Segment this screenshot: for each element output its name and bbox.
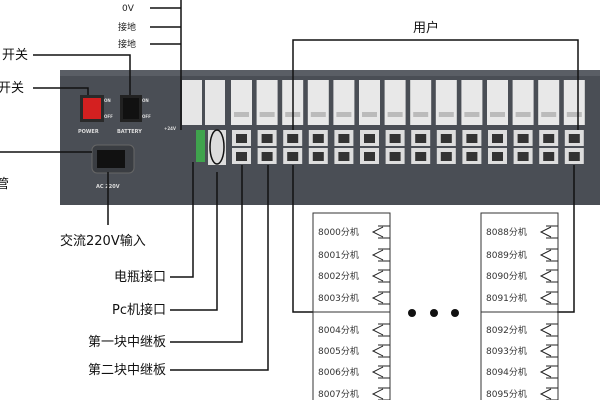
phone-jack-icon — [371, 365, 390, 379]
label-trunk-2: 第二块中继板 — [88, 363, 166, 378]
label-0v: 0V — [122, 4, 135, 14]
extension-label: 8003分机 — [318, 292, 359, 304]
svg-text:OFF: OFF — [104, 114, 113, 119]
blank-slot — [205, 80, 225, 125]
line-card — [333, 80, 355, 125]
phone-jack-icon — [371, 344, 390, 358]
label-pc-port: Pc机接口 — [112, 302, 166, 318]
extension-label: 8001分机 — [318, 249, 359, 261]
line-card — [563, 80, 585, 125]
label-battery-port: 电瓶接口 — [114, 269, 166, 285]
line-card — [359, 80, 380, 125]
extension-label: 8095分机 — [486, 388, 527, 400]
extension-label: 8088分机 — [486, 226, 527, 238]
label-fuse: 管 — [0, 177, 9, 192]
battery-label: BATTERY — [117, 129, 142, 135]
device-panel — [60, 70, 600, 205]
extension-item: 8093分机 — [486, 344, 558, 358]
extension-item: 8004分机 — [318, 323, 390, 337]
extension-label: 8090分机 — [486, 270, 527, 282]
extension-label: 8002分机 — [318, 270, 359, 282]
extension-label: 8006分机 — [318, 366, 359, 378]
label-ac-input: 交流220V输入 — [60, 233, 146, 249]
phone-jack-icon — [539, 365, 558, 379]
ac-inlet — [97, 150, 125, 168]
extension-label: 8089分机 — [486, 249, 527, 261]
extension-item: 8095分机 — [486, 387, 558, 400]
line-card — [487, 80, 508, 125]
line-card — [512, 80, 534, 125]
phone-jack-icon — [539, 269, 558, 283]
extension-item: 8094分机 — [486, 365, 558, 379]
extension-item: 8002分机 — [318, 269, 390, 283]
line-card — [384, 80, 406, 125]
line-card — [256, 80, 278, 125]
label-trunk-1: 第一块中继板 — [88, 335, 166, 350]
extension-item: 8090分机 — [486, 269, 558, 283]
extension-item: 8003分机 — [318, 291, 390, 305]
extension-item: 8005分机 — [318, 344, 390, 358]
extension-item: 8007分机 — [318, 387, 390, 400]
phone-jack-icon — [371, 387, 390, 400]
phone-jack-icon — [371, 269, 390, 283]
extension-item: 8091分机 — [486, 291, 558, 305]
extension-label: 8092分机 — [486, 324, 527, 336]
power-label: POWER — [78, 129, 99, 135]
line-card — [538, 80, 560, 125]
extension-item: 8000分机 — [318, 225, 390, 239]
svg-text:ON: ON — [104, 98, 111, 103]
extension-label: 8093分机 — [486, 345, 527, 357]
left-extension-box — [312, 212, 391, 400]
extension-item: 8088分机 — [486, 225, 558, 239]
right-extension-box — [480, 212, 559, 400]
phone-jack-icon — [371, 225, 390, 239]
line-card — [435, 80, 457, 125]
phone-jack-icon — [539, 225, 558, 239]
line-card — [461, 80, 483, 125]
extension-label: 8094分机 — [486, 366, 527, 378]
label-users: 用户 — [413, 20, 439, 36]
label-power-switch: 开关 — [0, 81, 24, 96]
phone-jack-icon — [371, 323, 390, 337]
phone-jack-icon — [539, 291, 558, 305]
phone-jack-icon — [539, 248, 558, 262]
svg-text:ON: ON — [142, 98, 149, 103]
label-battery-switch: 开关 — [2, 48, 28, 63]
phone-jack-icon — [539, 323, 558, 337]
line-card — [307, 80, 329, 125]
label-ground-2: 接地 — [118, 38, 136, 50]
blank-slot — [182, 80, 202, 125]
extension-label: 8091分机 — [486, 292, 527, 304]
extension-item: 8089分机 — [486, 248, 558, 262]
svg-text:OFF: OFF — [142, 114, 151, 119]
svg-text:+24V: +24V — [164, 126, 177, 131]
extension-label: 8005分机 — [318, 345, 359, 357]
extension-label: 8000分机 — [318, 226, 359, 238]
phone-jack-icon — [371, 291, 390, 305]
phone-jack-icon — [539, 387, 558, 400]
phone-jack-icon — [371, 248, 390, 262]
extension-item: 8092分机 — [486, 323, 558, 337]
extension-item: 8006分机 — [318, 365, 390, 379]
line-card — [231, 80, 252, 125]
label-ground-1: 接地 — [118, 21, 136, 33]
phone-jack-icon — [539, 344, 558, 358]
extension-item: 8001分机 — [318, 248, 390, 262]
extension-label: 8004分机 — [318, 324, 359, 336]
extension-label: 8007分机 — [318, 388, 359, 400]
terminal-block — [196, 130, 205, 162]
line-card — [410, 80, 432, 125]
